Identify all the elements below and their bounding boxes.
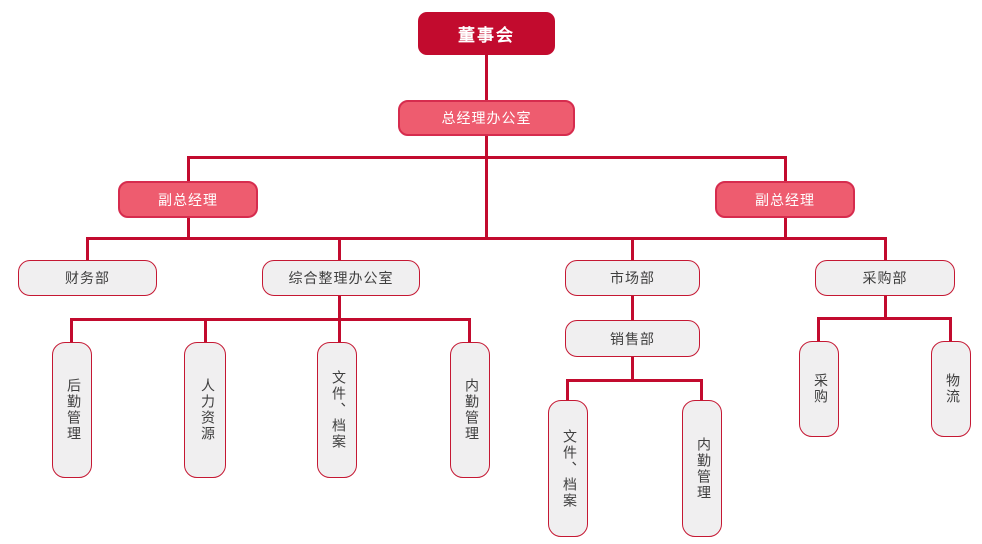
connector-line: [784, 218, 787, 237]
node-gm-office[interactable]: 总经理办公室: [398, 100, 575, 136]
node-general-affairs-office[interactable]: 综合整理办公室: [262, 260, 420, 296]
node-sales-dept[interactable]: 销售部: [565, 320, 700, 357]
connector-line: [204, 321, 207, 342]
connector-line: [817, 320, 820, 341]
connector-line: [187, 159, 190, 181]
connector-line: [631, 357, 634, 379]
node-logistics-management[interactable]: 后勤管理: [52, 342, 92, 478]
node-internal-management-sales[interactable]: 内勤管理: [682, 400, 722, 537]
node-marketing-dept[interactable]: 市场部: [565, 260, 700, 296]
node-logistics[interactable]: 物流: [931, 341, 971, 437]
connector-line: [70, 318, 471, 321]
node-board-of-directors[interactable]: 董事会: [418, 12, 555, 55]
connector-line: [187, 156, 787, 159]
node-files-archives-admin[interactable]: 文件、档案: [317, 342, 357, 478]
connector-line: [86, 237, 887, 240]
node-finance-dept[interactable]: 财务部: [18, 260, 157, 296]
connector-line: [884, 240, 887, 260]
node-deputy-gm-left[interactable]: 副总经理: [118, 181, 258, 218]
connector-line: [338, 240, 341, 260]
node-files-archives-sales[interactable]: 文件、档案: [548, 400, 588, 537]
connector-line: [949, 320, 952, 341]
connector-line: [70, 321, 73, 342]
connector-line: [566, 382, 569, 400]
node-human-resources[interactable]: 人力资源: [184, 342, 226, 478]
node-purchasing-dept[interactable]: 采购部: [815, 260, 955, 296]
connector-line: [884, 296, 887, 317]
node-procurement[interactable]: 采购: [799, 341, 839, 437]
node-deputy-gm-right[interactable]: 副总经理: [715, 181, 855, 218]
connector-line: [86, 240, 89, 260]
node-internal-management-admin[interactable]: 内勤管理: [450, 342, 490, 478]
connector-line: [566, 379, 703, 382]
connector-line: [468, 321, 471, 342]
connector-line: [700, 382, 703, 400]
connector-line: [817, 317, 952, 320]
connector-line: [631, 240, 634, 260]
connector-line: [187, 218, 190, 237]
connector-line: [784, 159, 787, 181]
connector-line: [485, 55, 488, 100]
connector-line: [631, 296, 634, 320]
connector-line: [485, 136, 488, 239]
